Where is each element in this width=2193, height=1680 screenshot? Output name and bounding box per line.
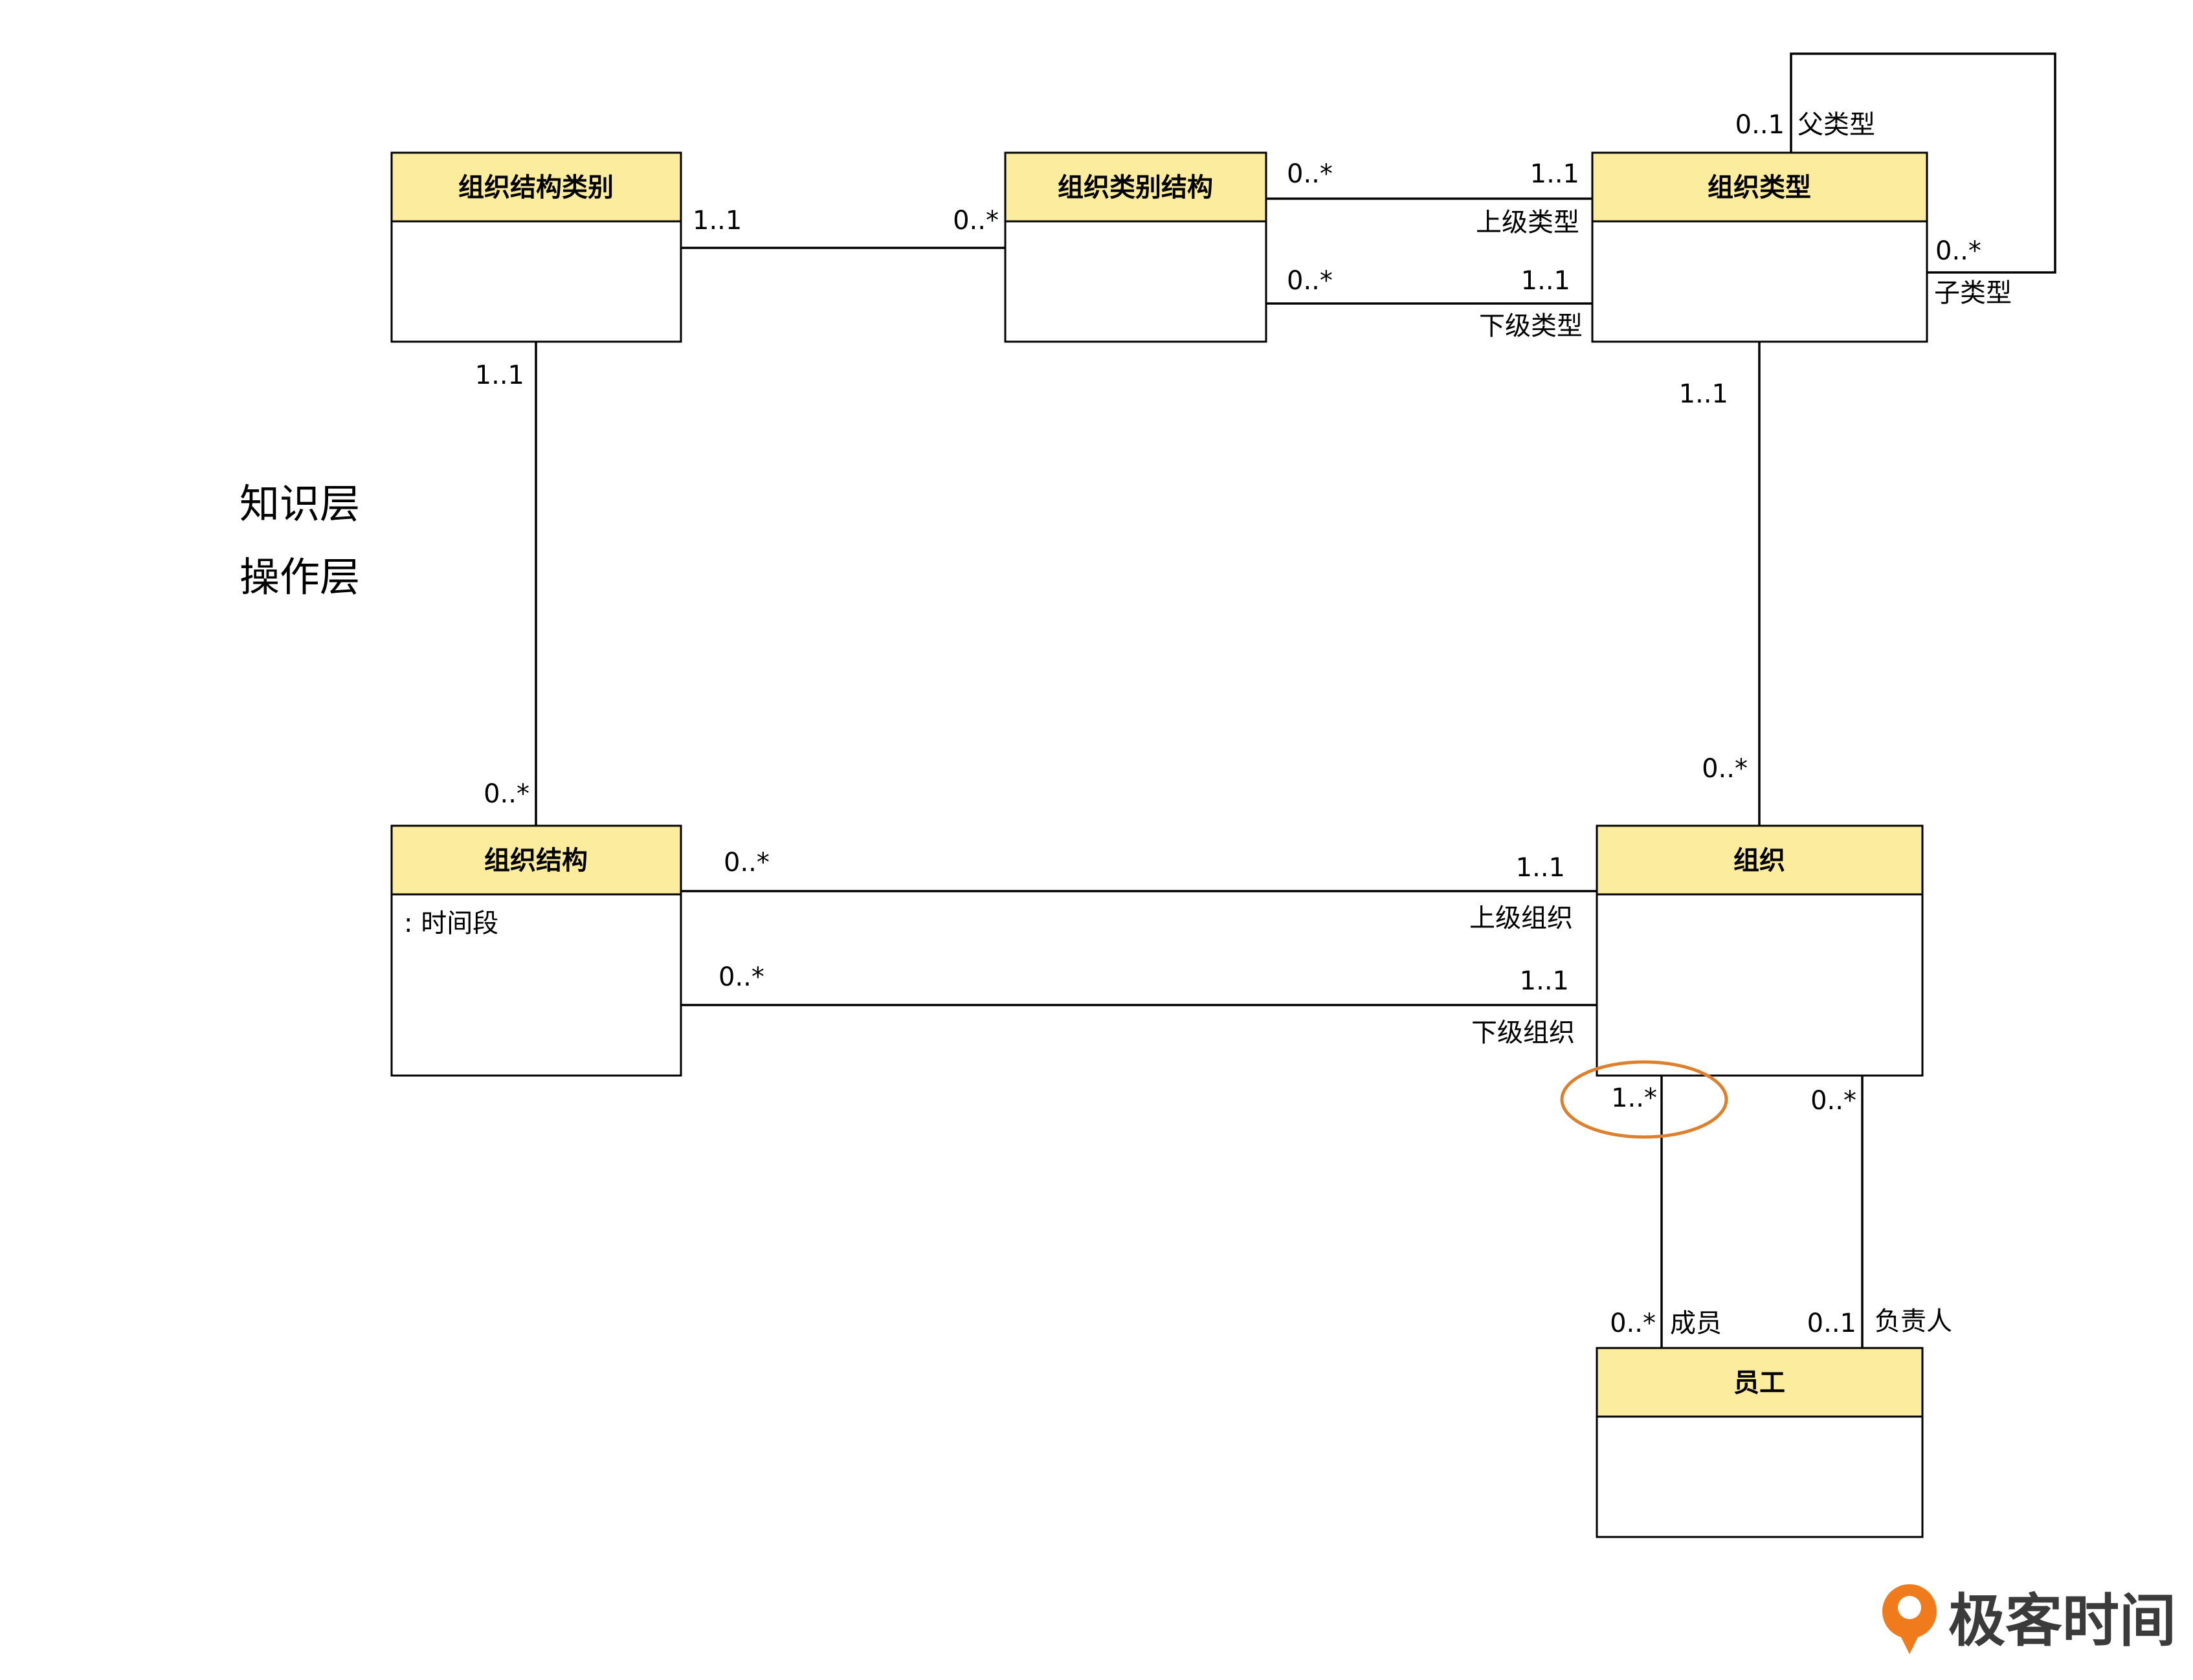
assoc-structure-upper-org[interactable]: 0..* 1..1 上级组织 bbox=[681, 848, 1597, 933]
multiplicity-label: 0..* bbox=[1287, 266, 1333, 296]
class-org-type[interactable]: 组织类型 bbox=[1591, 151, 1928, 343]
multiplicity-label: 0..* bbox=[718, 962, 764, 992]
class-header bbox=[1596, 1347, 1924, 1418]
class-header bbox=[1591, 151, 1928, 223]
class-name: 组织类别结构 bbox=[1058, 173, 1213, 203]
class-org-category-structure[interactable]: 组织类别结构 bbox=[1004, 151, 1267, 343]
class-name: 组织结构 bbox=[484, 846, 588, 876]
multiplicity-label: 0..* bbox=[953, 206, 999, 236]
multiplicity-label: 1..* bbox=[1611, 1083, 1657, 1113]
multiplicity-label: 0..* bbox=[1702, 754, 1748, 784]
assoc-org-members[interactable]: 1..* 0..* 成员 bbox=[1610, 1076, 1722, 1348]
class-org-structure[interactable]: 组织结构 : 时间段 bbox=[390, 824, 682, 1077]
multiplicity-label: 0..* bbox=[484, 779, 529, 809]
class-name: 员工 bbox=[1733, 1368, 1785, 1398]
brand-logo-icon bbox=[1882, 1584, 1937, 1654]
brand-logo: 极客时间 bbox=[1882, 1584, 2176, 1654]
multiplicity-label: 1..1 bbox=[1530, 159, 1579, 189]
multiplicity-label: 1..1 bbox=[1521, 266, 1570, 296]
role-label: 成员 bbox=[1670, 1309, 1722, 1338]
class-employee[interactable]: 员工 bbox=[1596, 1347, 1924, 1538]
assoc-org-manager[interactable]: 0..* 0..1 负责人 bbox=[1807, 1076, 1952, 1348]
multiplicity-label: 1..1 bbox=[1520, 966, 1569, 996]
multiplicity-label: 0..* bbox=[1810, 1086, 1856, 1116]
multiplicity-label: 0..1 bbox=[1807, 1309, 1856, 1338]
multiplicity-label: 0..1 bbox=[1735, 110, 1785, 140]
assoc-structure-lower-org[interactable]: 0..* 1..1 下级组织 bbox=[681, 962, 1597, 1048]
class-header bbox=[1004, 151, 1267, 223]
multiplicity-label: 0..* bbox=[1287, 159, 1333, 189]
class-header bbox=[390, 824, 682, 896]
layer-label-operation: 操作层 bbox=[239, 553, 360, 601]
assoc-line bbox=[1790, 52, 2056, 274]
class-header bbox=[1596, 824, 1924, 896]
assoc-category-to-category-structure[interactable]: 1..1 0..* bbox=[681, 206, 1005, 249]
class-name: 组织结构类别 bbox=[458, 173, 614, 203]
role-label: 子类型 bbox=[1934, 278, 2012, 308]
role-label: 父类型 bbox=[1798, 110, 1875, 140]
class-name: 组织 bbox=[1733, 846, 1785, 876]
class-org[interactable]: 组织 bbox=[1596, 824, 1924, 1077]
multiplicity-label: 0..* bbox=[724, 848, 770, 878]
brand-name: 极客时间 bbox=[1948, 1587, 2176, 1654]
highlight-ellipse bbox=[1560, 1060, 1728, 1139]
assoc-category-structure-upper-type[interactable]: 0..* 1..1 上级类型 bbox=[1266, 159, 1592, 238]
role-label: 上级组织 bbox=[1469, 903, 1573, 933]
multiplicity-label: 1..1 bbox=[1516, 853, 1565, 883]
multiplicity-label: 1..1 bbox=[1679, 379, 1728, 409]
class-name: 组织类型 bbox=[1708, 173, 1811, 203]
class-header bbox=[390, 151, 682, 223]
assoc-category-to-structure[interactable]: 1..1 0..* bbox=[475, 342, 537, 826]
role-label: 负责人 bbox=[1875, 1307, 1952, 1336]
assoc-category-structure-lower-type[interactable]: 0..* 1..1 下级类型 bbox=[1266, 266, 1592, 341]
layer-label-knowledge: 知识层 bbox=[239, 480, 360, 527]
multiplicity-label: 1..1 bbox=[693, 206, 742, 236]
assoc-type-to-org[interactable]: 1..1 0..* bbox=[1679, 342, 1761, 826]
class-org-structure-category[interactable]: 组织结构类别 bbox=[390, 151, 682, 343]
multiplicity-label: 0..* bbox=[1610, 1309, 1656, 1338]
multiplicity-label: 1..1 bbox=[475, 360, 524, 390]
role-label: 上级类型 bbox=[1476, 208, 1579, 238]
assoc-type-self-reference[interactable]: 0..1 父类型 0..* 子类型 bbox=[1735, 52, 2056, 308]
class-attribute: : 时间段 bbox=[404, 909, 498, 938]
role-label: 下级组织 bbox=[1471, 1018, 1575, 1048]
role-label: 下级类型 bbox=[1479, 311, 1583, 341]
multiplicity-label: 0..* bbox=[1935, 236, 1981, 266]
